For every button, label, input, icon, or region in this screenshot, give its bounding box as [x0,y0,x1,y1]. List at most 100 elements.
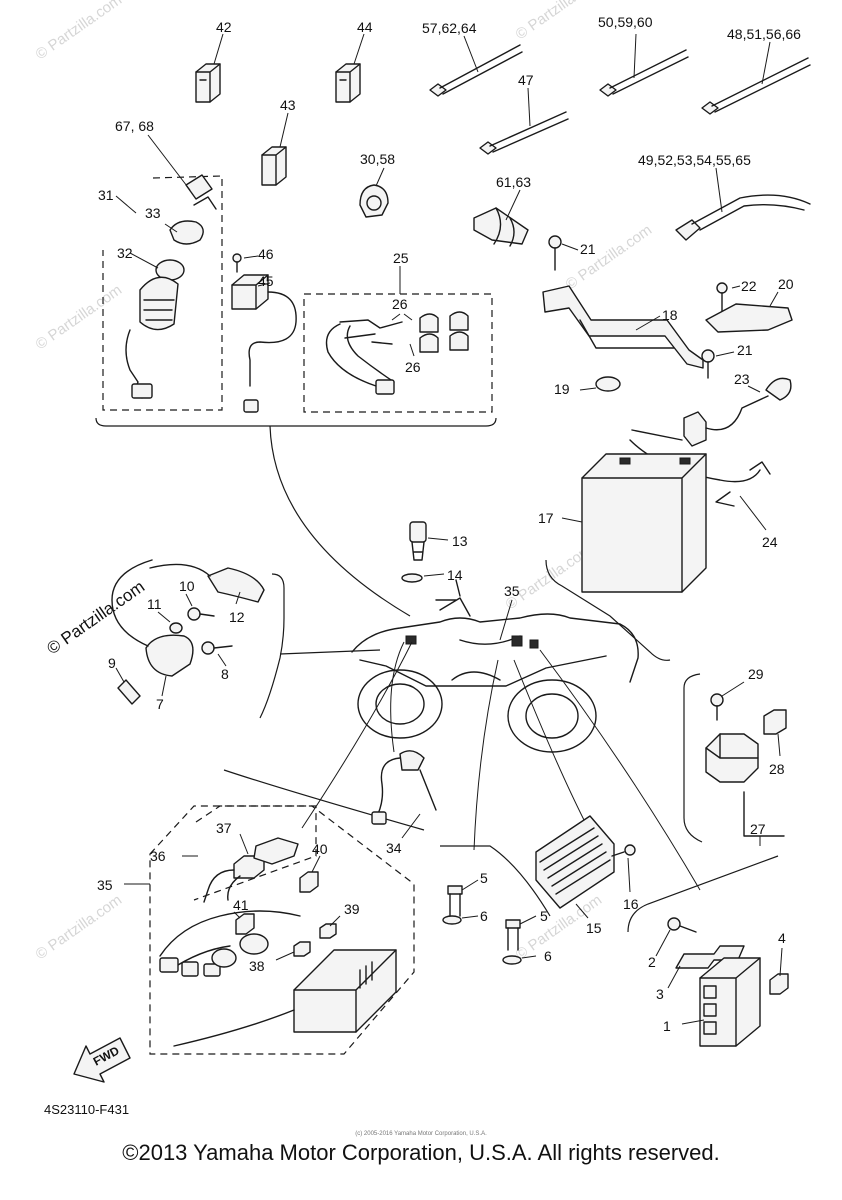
part-5-bolt-right[interactable] [505,915,537,951]
part-10-bolt[interactable] [185,593,215,621]
callout-10: 10 [179,578,195,594]
callout-32: 32 [117,245,133,261]
part-13-sensor[interactable] [409,521,449,561]
part-34-switch-lead[interactable] [371,750,437,839]
callout-5-right: 5 [540,908,548,924]
callout-34: 34 [386,840,402,856]
part-35-fuse-box[interactable] [159,910,397,1047]
group-brackets [95,417,779,933]
part-23-battery-cable[interactable] [629,377,792,483]
callout-67-68: 67, 68 [115,118,154,134]
callout-26-lower: 26 [405,359,421,375]
part-7-ignition-coil[interactable] [111,559,194,697]
part-8-bolt[interactable] [201,641,233,667]
callout-50-59-60: 50,59,60 [598,14,653,30]
part-6-washer-right[interactable] [502,955,537,965]
part-9-sleeve[interactable] [115,667,141,705]
part-50-cable-tie[interactable] [599,33,689,97]
part-49-band[interactable] [675,167,811,241]
callout-labels: 42 44 57,62,64 50,59,60 48,51,56,66 43 4… [44,14,801,1117]
part-43-connector[interactable] [261,112,289,186]
watermark: © Partzilla.com [563,221,656,293]
part-39-fuse[interactable] [319,915,341,939]
callout-20: 20 [778,276,794,292]
part-15-rectifier-regulator[interactable] [535,815,615,919]
part-57-cable-tie[interactable] [429,35,523,97]
watermark: © Partzilla.com [33,281,126,353]
watermark: © Partzilla.com [503,541,596,613]
part-22-screw[interactable] [716,282,741,313]
part-5-bolt-left[interactable] [447,879,479,917]
callout-12: 12 [229,609,245,625]
watermarks: © Partzilla.com © Partzilla.com © Partzi… [33,0,656,963]
part-61-clamp[interactable] [473,189,529,247]
part-20-cover[interactable] [705,291,793,333]
part-24-lead[interactable] [715,491,767,531]
fine-print: (c) 2005-2016 Yamaha Motor Corporation, … [355,1131,487,1137]
callout-18: 18 [662,307,678,323]
part-45-relay[interactable] [231,274,297,413]
callout-37: 37 [216,820,232,836]
callout-24: 24 [762,534,778,550]
part-12-plug-cap[interactable] [149,563,265,605]
part-11-washer[interactable] [157,611,183,634]
part-47-cable-tie[interactable] [479,87,569,155]
callout-36: 36 [150,848,166,864]
part-14-gasket[interactable] [401,573,445,583]
part-46-screw[interactable] [232,253,259,273]
part-19-damper[interactable] [579,376,621,392]
part-3-bracket[interactable] [667,945,745,989]
part-40-connector[interactable] [299,855,321,893]
callout-4: 4 [778,930,786,946]
callout-17: 17 [538,510,554,526]
diagram-code: 4S23110-F431 [44,1102,129,1117]
callout-41: 41 [233,897,249,913]
callout-25: 25 [393,250,409,266]
part-33-switch-cap[interactable] [164,220,204,245]
part-21-bolt-mid[interactable] [701,349,735,379]
callout-14: 14 [447,567,463,583]
part-42-connector[interactable] [195,33,224,103]
callout-40: 40 [312,841,328,857]
part-38-fuse[interactable] [275,941,311,961]
callout-1: 1 [663,1018,671,1034]
part-44-connector[interactable] [335,33,365,103]
part-41-connector[interactable] [233,911,255,935]
part-28-fuse[interactable] [763,709,787,757]
callout-47: 47 [518,72,534,88]
atv-leaders [301,641,701,891]
callout-43: 43 [280,97,296,113]
part-67-key[interactable] [147,134,217,210]
part-16-bolt[interactable] [611,844,636,893]
part-31-main-switch-group [102,175,223,411]
callout-27: 27 [750,821,766,837]
part-32-main-switch[interactable] [125,252,185,399]
part-27-starter-relay[interactable] [705,733,785,846]
part-4-connector[interactable] [769,947,789,995]
callout-21-upper: 21 [580,241,596,257]
part-21-bolt-top[interactable] [548,235,579,271]
callout-33: 33 [145,205,161,221]
callout-13: 13 [452,533,468,549]
part-48-cable-tie[interactable] [701,41,811,115]
part-25-wire-sub-harness[interactable] [303,266,493,413]
callout-49-52-53-54-55-65: 49,52,53,54,55,65 [638,152,751,168]
part-17-battery[interactable] [561,453,707,593]
callout-21-lower: 21 [737,342,753,358]
part-30-clamp[interactable] [359,167,389,218]
callout-28: 28 [769,761,785,777]
callout-19: 19 [554,381,570,397]
callout-46: 46 [258,246,274,262]
part-18-battery-bracket[interactable] [542,285,704,369]
part-2-bolt[interactable] [655,917,697,957]
part-37-fuse-holder[interactable] [203,833,299,903]
callout-38: 38 [249,958,265,974]
part-1-cdi-unit[interactable] [681,957,761,1047]
part-35-wiring-harness-group [124,805,415,1055]
callout-11: 11 [147,596,162,612]
part-29-screw[interactable] [710,681,745,721]
callout-35-lower: 35 [97,877,113,893]
part-6-washer-left[interactable] [442,915,479,925]
callout-31: 31 [98,187,114,203]
callout-6-left: 6 [480,908,488,924]
